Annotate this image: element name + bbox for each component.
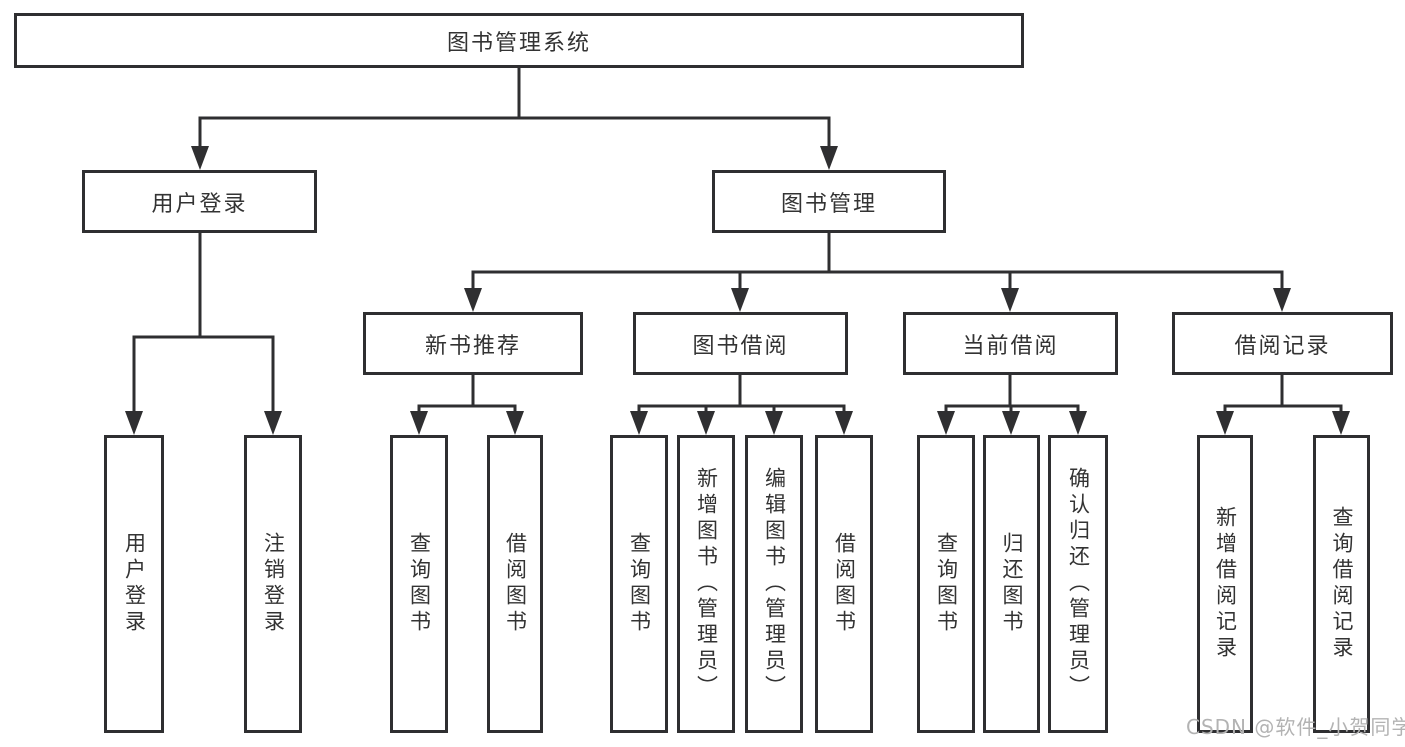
arrowhead-down-icon	[1332, 411, 1350, 435]
node-label: 借阅记录	[1234, 333, 1331, 359]
watermark: CSDN @软件_小贺同学	[1186, 715, 1405, 739]
node-label: 用户登录	[151, 191, 248, 217]
node-leaf-query-book-3: 查询图书	[917, 435, 975, 733]
node-book-borrow: 图书借阅	[633, 312, 848, 375]
node-root: 图书管理系统	[14, 13, 1024, 68]
node-leaf-confirm-return: 确认归还（管理员）	[1048, 435, 1108, 733]
arrowhead-down-icon	[820, 146, 838, 170]
arrowhead-down-icon	[835, 411, 853, 435]
node-label: 确认归还（管理员）	[1066, 467, 1091, 701]
node-label: 查询图书	[407, 532, 432, 636]
node-book-management: 图书管理	[712, 170, 946, 233]
node-label: 用户登录	[122, 532, 147, 636]
node-label: 新增图书（管理员）	[694, 467, 719, 701]
node-label: 编辑图书（管理员）	[762, 467, 787, 701]
node-label: 新书推荐	[424, 333, 521, 359]
arrowhead-down-icon	[765, 411, 783, 435]
arrowhead-down-icon	[1001, 288, 1019, 312]
node-label: 查询图书	[934, 532, 959, 636]
arrowhead-down-icon	[506, 411, 524, 435]
node-leaf-user-login: 用户登录	[104, 435, 164, 733]
arrowhead-down-icon	[464, 288, 482, 312]
arrowhead-down-icon	[697, 411, 715, 435]
node-label: 新增借阅记录	[1213, 506, 1238, 662]
node-borrow-records: 借阅记录	[1172, 312, 1393, 375]
node-label: 图书借阅	[692, 333, 789, 359]
arrowhead-down-icon	[264, 411, 282, 435]
arrowhead-down-icon	[1069, 411, 1087, 435]
arrowhead-down-icon	[410, 411, 428, 435]
node-label: 借阅图书	[503, 532, 528, 636]
node-current-borrow: 当前借阅	[903, 312, 1118, 375]
node-leaf-query-book-2: 查询图书	[610, 435, 668, 733]
arrowhead-down-icon	[191, 146, 209, 170]
node-label: 查询借阅记录	[1330, 506, 1354, 662]
node-leaf-query-book-1: 查询图书	[390, 435, 448, 733]
node-leaf-logout: 注销登录	[244, 435, 302, 733]
node-leaf-borrow-book-1: 借阅图书	[487, 435, 543, 733]
node-leaf-add-book-admin: 新增图书（管理员）	[677, 435, 735, 733]
arrowhead-down-icon	[1273, 288, 1291, 312]
node-label: 注销登录	[261, 532, 286, 636]
arrowhead-down-icon	[937, 411, 955, 435]
node-label: 图书管理系统	[446, 30, 591, 56]
node-label: 归还图书	[1000, 532, 1024, 636]
node-label: 查询图书	[627, 532, 652, 636]
node-new-book-recommend: 新书推荐	[363, 312, 583, 375]
node-leaf-return-book: 归还图书	[983, 435, 1040, 733]
arrowhead-down-icon	[1216, 411, 1234, 435]
arrowhead-down-icon	[125, 411, 143, 435]
node-leaf-edit-book-admin: 编辑图书（管理员）	[745, 435, 803, 733]
node-user-login: 用户登录	[82, 170, 317, 233]
node-label: 当前借阅	[962, 333, 1059, 359]
node-label: 图书管理	[780, 191, 877, 217]
node-leaf-query-record: 查询借阅记录	[1313, 435, 1370, 733]
node-leaf-borrow-book-2: 借阅图书	[815, 435, 873, 733]
node-leaf-add-record: 新增借阅记录	[1197, 435, 1253, 733]
arrowhead-down-icon	[731, 288, 749, 312]
arrowhead-down-icon	[630, 411, 648, 435]
arrowhead-down-icon	[1002, 411, 1020, 435]
node-label: 借阅图书	[832, 532, 857, 636]
